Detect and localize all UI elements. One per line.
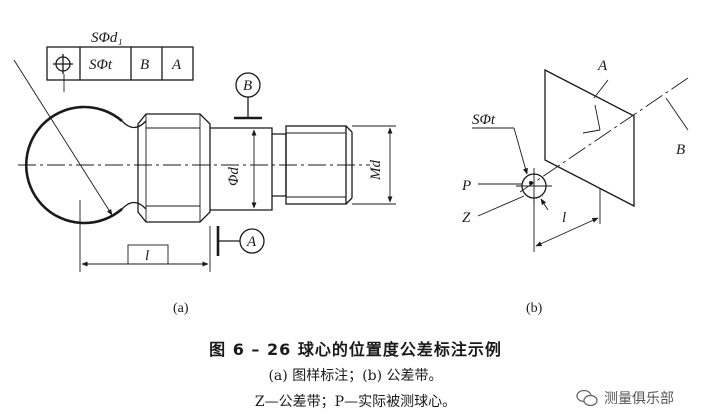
figure-subcaption-1: (a) 图样标注；(b) 公差带。 [268,368,443,384]
thread-diameter-label: Md [368,160,384,181]
panel-a-drawing: SΦd₁ SΦt B A B A Φd Md [13,30,396,316]
wechat-icon [576,389,598,407]
feature-control-frame [46,46,194,81]
shank [210,127,273,211]
watermark: 测量俱乐部 [576,388,674,408]
p-label: P [461,178,471,194]
sphere-diameter-leader [13,59,113,216]
datum-plane-a [544,68,635,208]
plane-a-label: A [597,58,608,74]
panel-a-label: (a) [173,301,189,316]
svg-text:B: B [243,78,252,94]
panel-b-label: (b) [526,301,543,316]
panel-b-length-label: l [562,210,566,226]
z-leader [477,195,525,217]
frame-datum-b-text: B [140,57,149,73]
ball-neck [121,120,147,210]
actual-center-point [529,181,533,185]
datum-axis-b [519,77,689,193]
datum-b-marker: B [234,72,262,120]
z-label: Z [462,210,471,226]
axis-b-leader [665,97,689,131]
plane-a-leader [593,79,609,99]
figure-subcaption-2: Z—公差带；P—实际被测球心。 [254,394,457,410]
panel-b-drawing: A B SΦt P Z l (b) [461,58,689,316]
tolerance-label: SΦt [472,112,496,128]
shank-diameter-label: Φd [226,167,242,186]
frame-tolerance-text: SΦt [89,57,113,73]
datum-a-marker: A [216,226,265,256]
watermark-text: 测量俱乐部 [604,391,674,407]
svg-text:A: A [246,234,257,250]
frame-header-text: SΦd₁ [91,30,123,46]
position-symbol-icon [53,54,73,74]
axis-b-label: B [676,142,685,158]
figure-title: 图 6 – 26 球心的位置度公差标注示例 [209,340,502,359]
tolerance-leader [513,127,528,175]
length-label: l [145,248,149,264]
panel-b-length-dim [535,217,599,247]
frame-datum-a-text: A [171,57,182,73]
